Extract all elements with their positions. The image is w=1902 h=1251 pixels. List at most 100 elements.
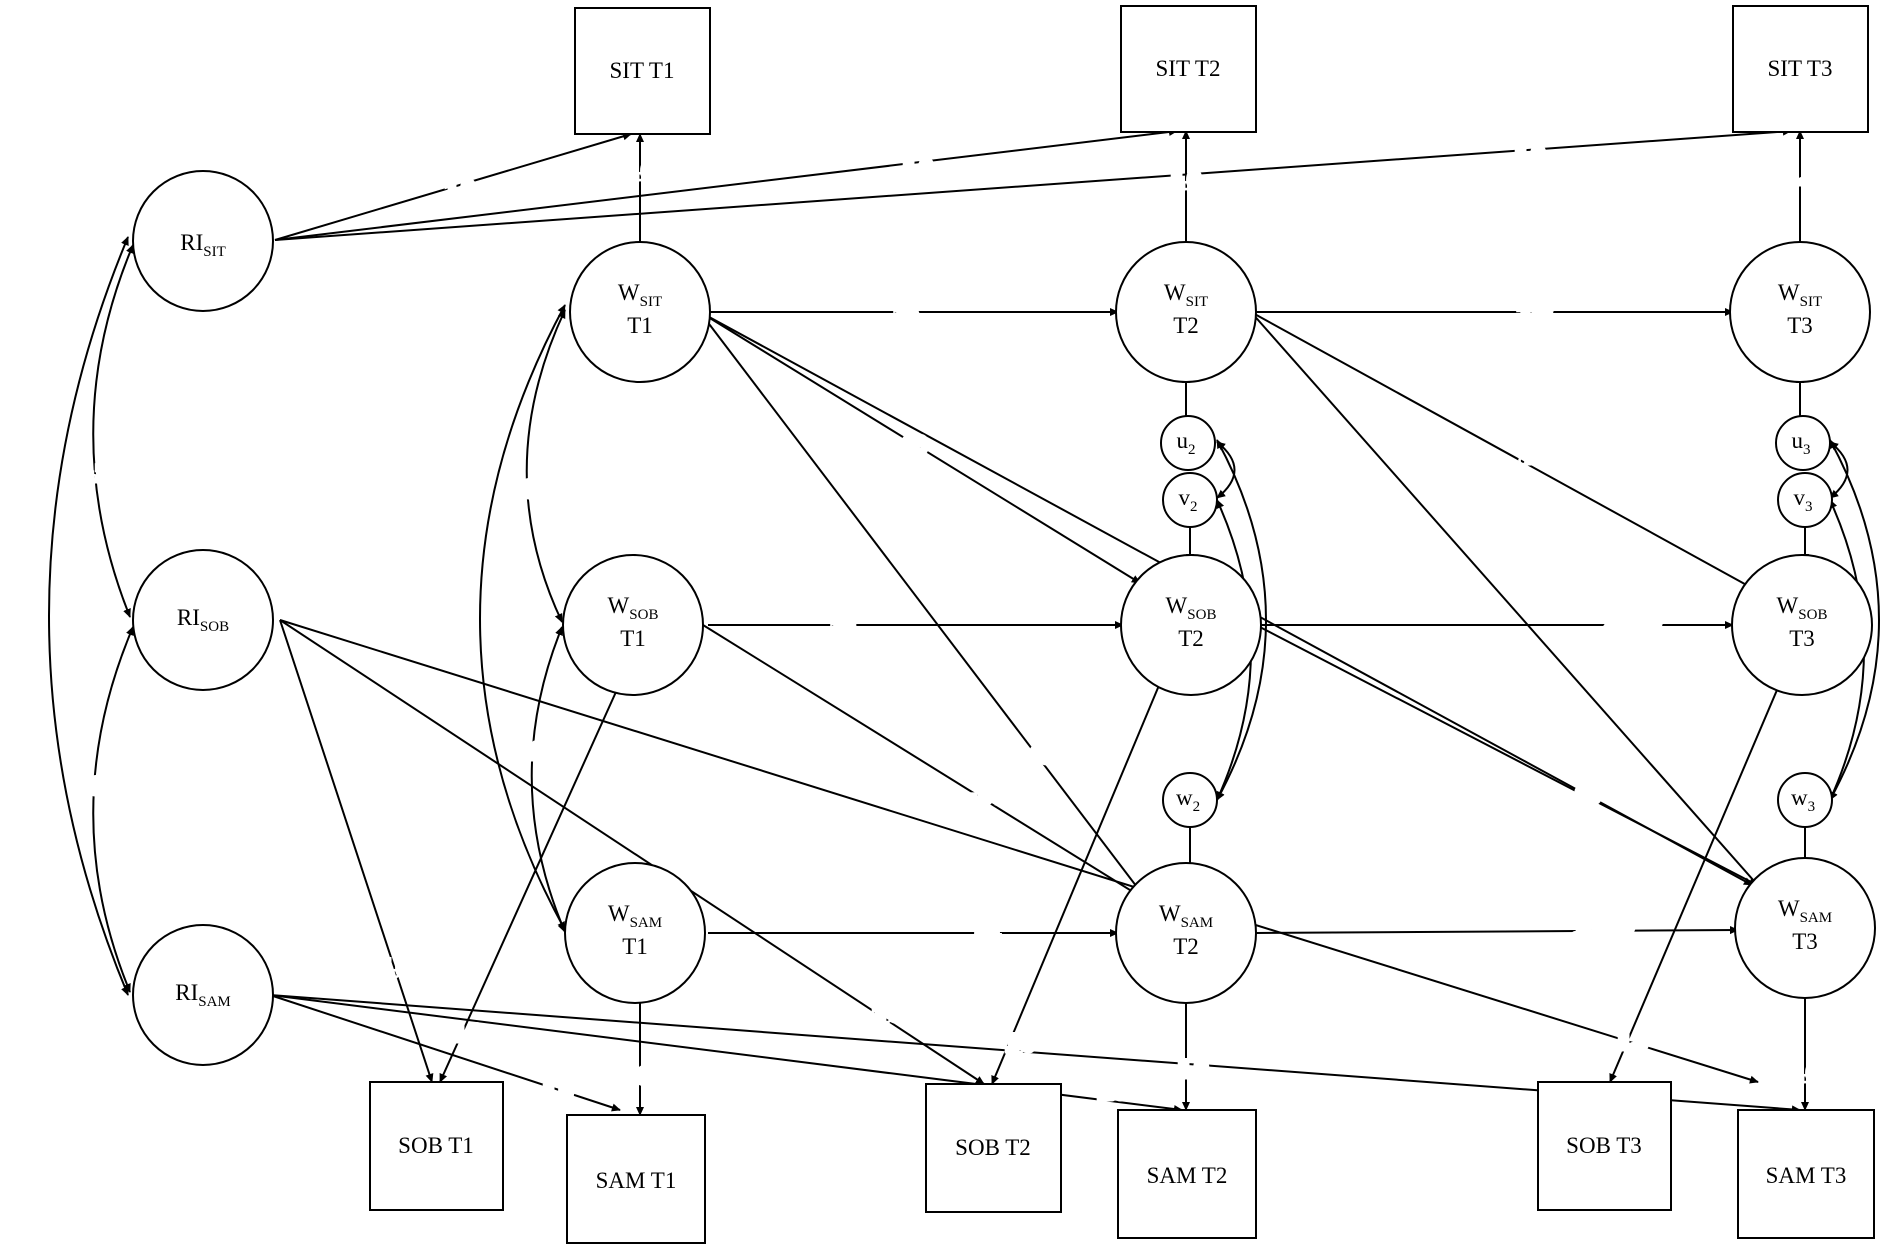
coef-w-sit-t2-sit-t2: 1.0	[1172, 167, 1200, 192]
label-w-sob-t1: WSOB	[608, 593, 659, 623]
edge-w-sit-t2-w-sob-t3	[1250, 311, 1753, 589]
coef-w-sam-t1-sam-t1: 1.0	[622, 1063, 650, 1088]
box-sob-t1-label: SOB T1	[398, 1133, 474, 1158]
label-w-sit-t3-time: T3	[1787, 313, 1813, 338]
coef-w-sam-t2-sam-t2: 1.0	[1179, 1056, 1207, 1081]
label-w-sob-t2: WSOB	[1166, 593, 1217, 623]
box-sam-t2	[1117, 1109, 1257, 1239]
cov-arc-ri-sit-ri-sam	[48, 236, 129, 996]
circle-w-sob-t3	[1731, 554, 1873, 696]
circle-u3	[1775, 415, 1831, 471]
box-sam-t1	[566, 1114, 706, 1244]
box-sob-t2-label: SOB T2	[955, 1135, 1031, 1160]
edge-ri-sam-sam-t1	[269, 994, 621, 1112]
box-sit-t1-label: SIT T1	[610, 58, 675, 83]
circle-ri-sam	[132, 924, 274, 1066]
box-sam-t3	[1737, 1109, 1875, 1239]
box-sob-t3-label: SOB T3	[1566, 1133, 1642, 1158]
label-w-sit-t2-time: T2	[1173, 313, 1199, 338]
coef-ri-sob-sob-t1: 1.0	[381, 955, 409, 980]
edge-w-sam-t2-w-sam-t3	[1255, 926, 1739, 935]
label-w-sit-t1-time: T1	[627, 313, 653, 338]
coef-ri-sam-sam-t3: 1.0	[1703, 1078, 1731, 1103]
residual-variables: u2 v2 w2 u3 v3 w3	[1160, 415, 1833, 828]
edge-w-sit-t1-w-sob-t2	[699, 311, 1141, 584]
label-w-sob-t3-time: T3	[1789, 626, 1815, 651]
edge-ri-sit-sit-t3	[274, 127, 1792, 241]
circle-ri-sit	[132, 170, 274, 312]
box-sit-t2	[1120, 5, 1257, 133]
coef-w-sit-t1-w-sam-t2: .05	[1026, 742, 1054, 767]
coef-ri-sit-sit-t2: 1.0	[904, 155, 932, 180]
coef-w-sam-t1-w-sam-t2: .04	[971, 921, 999, 946]
circle-w-sob-t1	[562, 554, 704, 696]
box-sob-t2	[925, 1083, 1062, 1213]
box-sit-t3-label: SIT T3	[1768, 56, 1833, 81]
box-sit-t3	[1732, 5, 1869, 133]
edge-w-sob-t1-w-sam-t2	[702, 624, 1139, 896]
label-w-sit-t2: WSIT	[1164, 280, 1208, 310]
coef-cov-ri-sob-sam: .26***	[73, 773, 134, 798]
coef-cov-w-sob-sam-t1: .10**	[515, 738, 565, 763]
circle-w-sob-t2	[1120, 554, 1262, 696]
coef-ri-sam-sam-t2: 1.0	[1098, 1078, 1126, 1103]
coef-cov-w-sit-sob-t1: -.03	[511, 476, 546, 501]
coef-ri-sit-sit-t3: 1.0	[1516, 142, 1544, 167]
edge-w-sob-t2-w-sam-t3	[1255, 624, 1758, 886]
label-w-sob-t3: WSOB	[1777, 593, 1828, 623]
coef-w-sit-t1-w-sit-t2: .16	[889, 300, 917, 325]
cov-arc-w-sob-sam-t1	[530, 626, 566, 933]
box-sob-t3	[1537, 1081, 1672, 1211]
coef-w-sit-t2-w-sit-t3: .27*	[1513, 300, 1552, 325]
coef-ri-sit-sit-t1: 1.0	[446, 176, 474, 201]
cov-arc-ri-sit-ri-sob	[92, 244, 134, 618]
label-u3: u3	[1792, 428, 1811, 458]
observed-variables: SIT T1 SIT T2 SIT T3 SOB T1 SOB T2 SOB T…	[369, 5, 1875, 1244]
coef-w-sam-t2-w-sam-t3: .32***	[1573, 917, 1634, 942]
circle-w-sam-t3	[1734, 857, 1876, 999]
circle-v2	[1162, 472, 1218, 528]
coef-cross-w-sit-t1-w-sam-t3: -.15	[1510, 701, 1545, 726]
circle-w-sam-t1	[564, 862, 706, 1004]
coef-ri-sob-sob-t2: 1.0	[873, 1000, 901, 1025]
box-sit-t1	[574, 7, 711, 135]
edge-w-sob-t1-sob-t1	[439, 682, 621, 1083]
box-sob-t1	[369, 1081, 504, 1211]
latent-variables: RISIT RISOB RISAM WSIT T1 WSOB T1 WSAM T…	[132, 170, 1876, 1066]
box-sam-t1-label: SAM T1	[596, 1168, 677, 1193]
coef-w-sob-t2-sob-t2: 1.0	[1006, 1030, 1034, 1055]
coef-w-sit-t1-w-sob-t2: .08	[898, 432, 926, 457]
edge-w-sit-t1-w-sam-t2	[699, 311, 1144, 896]
label-w-sit-t3: WSIT	[1778, 280, 1822, 310]
circle-w-sit-t3	[1729, 241, 1871, 383]
label-w-sam-t1: WSAM	[608, 901, 662, 931]
label-ri-sam: RISAM	[175, 980, 231, 1010]
label-w2: w2	[1176, 785, 1200, 815]
circle-ri-sob	[132, 549, 274, 691]
label-ri-sob: RISOB	[177, 605, 229, 635]
cov-arc-u3-w3	[1829, 439, 1880, 801]
box-sam-t2-label: SAM T2	[1147, 1163, 1228, 1188]
circle-v3	[1777, 472, 1833, 528]
coef-cov-ri-sit-sam: .02	[11, 602, 39, 627]
coef-ri-sam-sam-t1: 1.0	[544, 1078, 572, 1103]
label-w-sit-t1: WSIT	[618, 280, 662, 310]
label-v2: v2	[1179, 485, 1198, 515]
label-w-sam-t1-time: T1	[622, 934, 648, 959]
circle-w3	[1777, 772, 1833, 828]
coef-w-sob-t3-sob-t3: 1.0	[1619, 1028, 1647, 1053]
coef-w-sob-t1-w-sob-t2: .19	[826, 613, 854, 638]
box-sam-t3-label: SAM T3	[1766, 1163, 1847, 1188]
cov-arc-w-sit-sob-t1	[525, 309, 566, 623]
coef-w-sob-t1-w-sam-t2: -.04	[968, 782, 1003, 807]
coef-cov-ri-sit-sob: -.20***	[84, 460, 152, 485]
edge-w-sob-t2-sob-t2	[991, 682, 1161, 1085]
label-w-sam-t2: WSAM	[1159, 901, 1213, 931]
coef-ri-sob-sob-t3: 1.0	[1503, 1038, 1531, 1063]
circle-w-sam-t2	[1115, 862, 1257, 1004]
label-w-sam-t3-time: T3	[1792, 929, 1818, 954]
coef-w-sob-t2-w-sob-t3: .47***	[1600, 613, 1661, 638]
path-labels: 1.0 1.0 1.0 1.0 1.0 1.0 -.20*** .02 .26*…	[8, 139, 1823, 1107]
coef-w-sam-t3-sam-t3: 1.0	[1791, 1060, 1819, 1085]
